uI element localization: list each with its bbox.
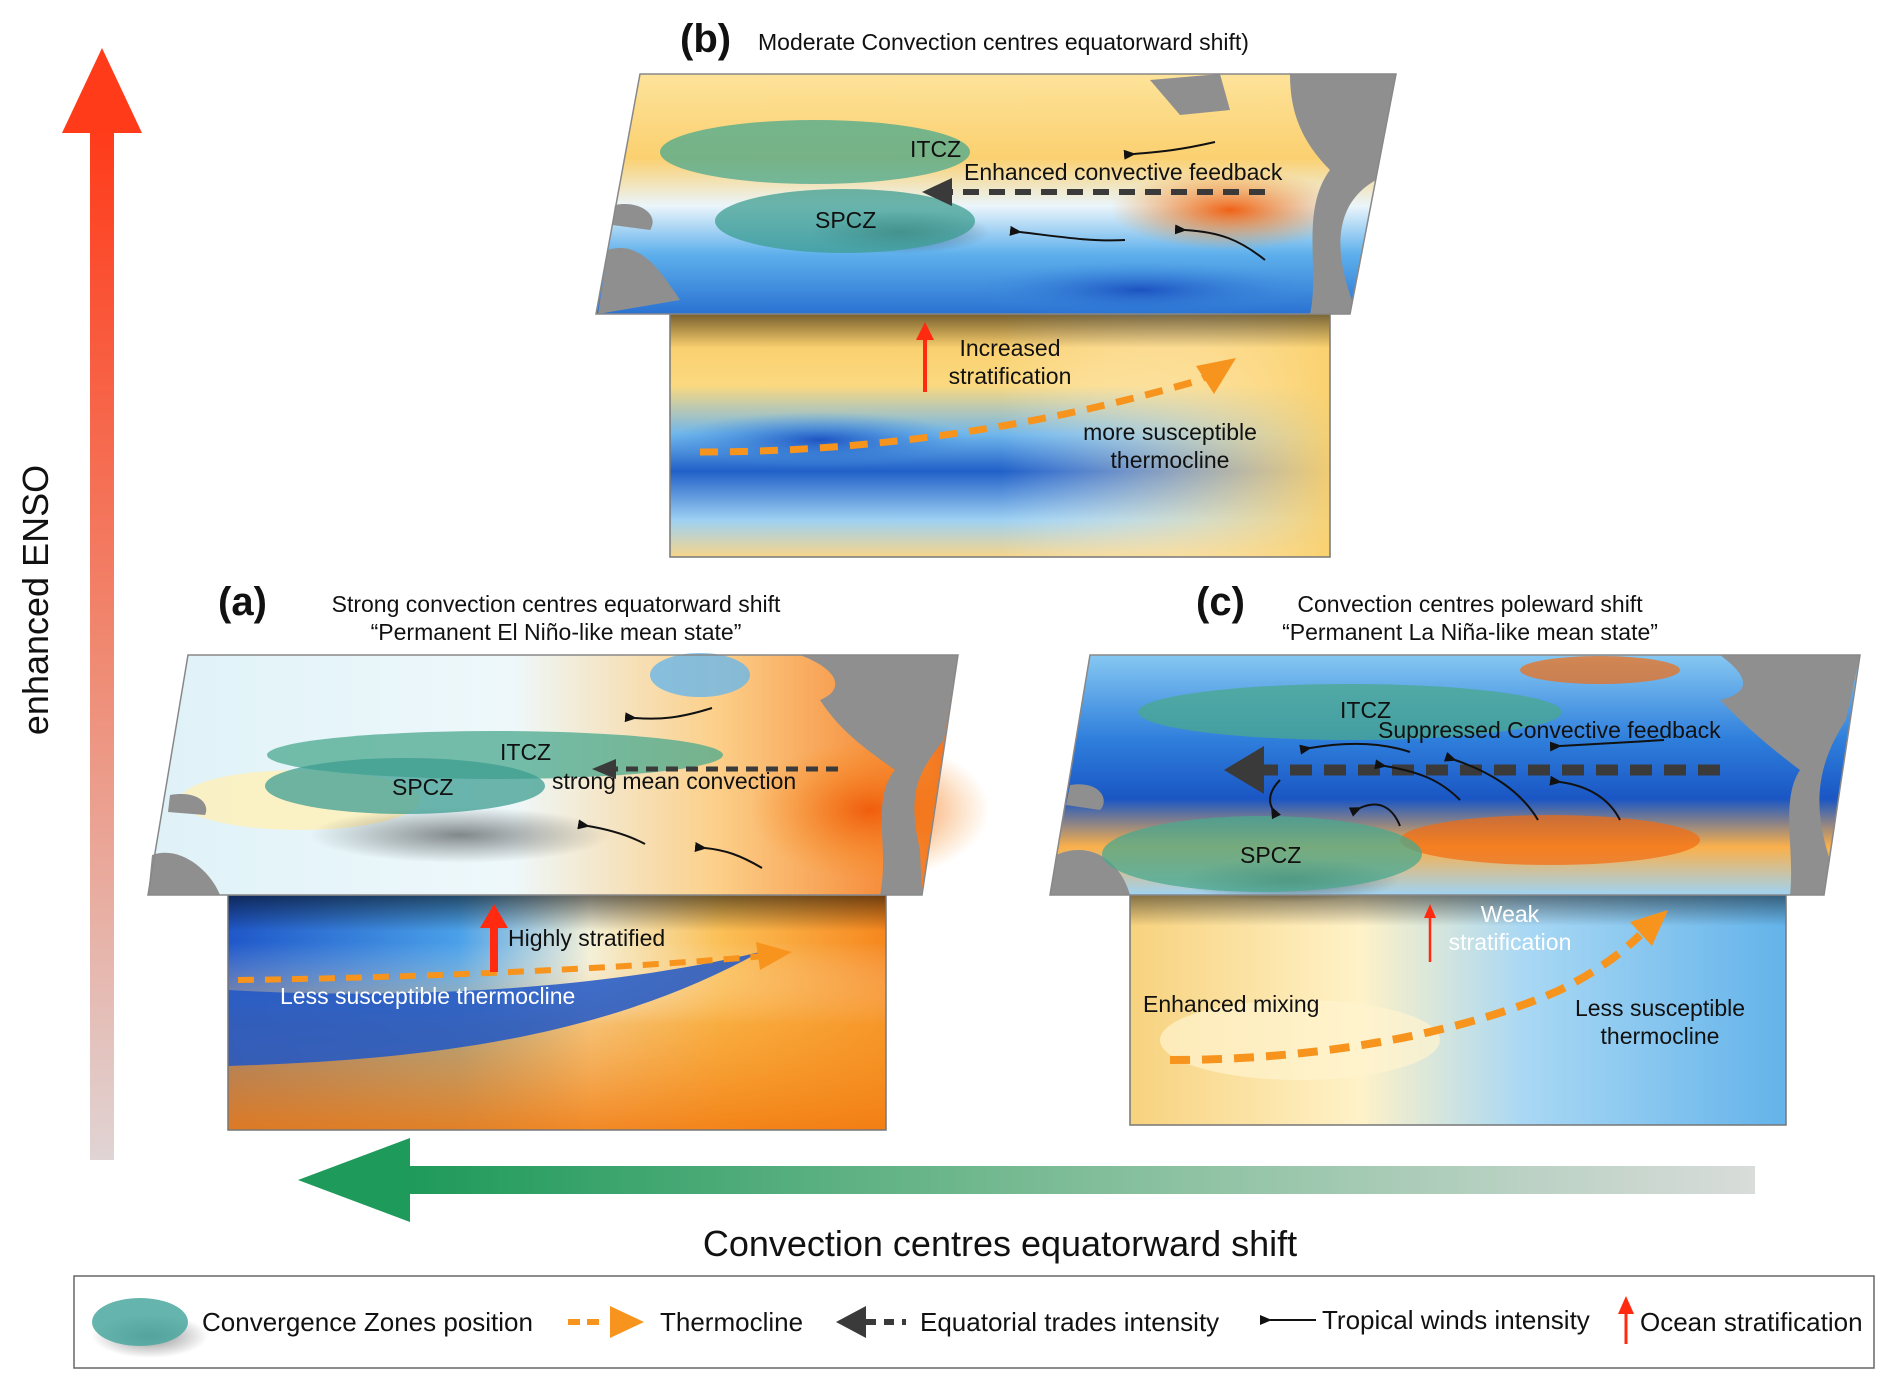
panel-b-thermocline-line [699, 368, 1216, 456]
legend-label-convergence-zones: Convergence Zones position [202, 1307, 533, 1337]
shift-axis-arrowhead-icon [298, 1138, 410, 1222]
panel-a-trades-arrowhead-icon [592, 759, 616, 779]
panel-a-itcz-label: ITCZ [500, 739, 551, 765]
panel-a-americas-land [800, 655, 958, 895]
shift-axis: Convection centres equatorward shift [298, 1138, 1755, 1264]
panel-c-stratification-line1: Weak [1481, 901, 1540, 927]
panel-b-letter: (b) [680, 17, 731, 61]
panel-c-spcz-label: SPCZ [1240, 842, 1301, 868]
panel-c-title-line1: Convection centres poleward shift [1297, 591, 1643, 617]
panel-c-stratification-line2: stratification [1449, 929, 1572, 955]
panel-a-map: ITCZ SPCZ strong mean convection [147, 653, 990, 896]
panel-b-thermocline-line1: more susceptible [1083, 419, 1257, 445]
panel-c-thermocline-arrowhead-icon [1630, 910, 1668, 946]
panel-c-australia-land [1050, 849, 1130, 895]
legend-item-thermocline: Thermocline [568, 1306, 803, 1338]
panel-a-convection-label: strong mean convection [552, 768, 796, 794]
panel-b-trades-arrowhead-icon [922, 178, 952, 206]
panel-a-title-line2: “Permanent El Niño-like mean state” [371, 619, 742, 645]
panel-b-stratification-line2: stratification [949, 363, 1072, 389]
panel-c-letter: (c) [1196, 580, 1245, 624]
panel-b-map: ITCZ SPCZ Enhanced convective feedback [595, 73, 1397, 318]
panel-b-spcz-label: SPCZ [815, 207, 876, 233]
panel-b: (b) Moderate Convection centres equatorw… [595, 17, 1397, 558]
legend-item-tropical-winds: Tropical winds intensity [1260, 1305, 1590, 1335]
panel-a-letter: (a) [218, 580, 267, 624]
panel-c-map: ITCZ SPCZ Suppressed Convective feedback [1049, 654, 1861, 902]
panel-b-title: Moderate Convection centres equatorward … [758, 29, 1249, 55]
panel-a-thermocline-label: Less susceptible thermocline [280, 983, 575, 1009]
legend-label-ocean-stratification: Ocean stratification [1640, 1307, 1863, 1337]
legend-box [73, 1275, 1875, 1369]
enso-axis: enhanced ENSO [15, 48, 142, 1160]
legend-item-convergence-zones: Convergence Zones position [92, 1298, 533, 1358]
panel-a-cross-section: Highly stratified Less susceptible therm… [227, 894, 887, 1131]
panel-a-thermocline-line [237, 953, 766, 983]
panel-c-mixing-label: Enhanced mixing [1143, 991, 1319, 1017]
shift-axis-shaft [405, 1166, 1755, 1194]
panel-a: (a) Strong convection centres equatorwar… [147, 580, 990, 1131]
panel-a-title-line1: Strong convection centres equatorward sh… [332, 591, 781, 617]
panel-c-cross-section: Weak stratification Enhanced mixing Less… [1129, 889, 1787, 1126]
panel-c-trades-arrowhead-icon [1224, 746, 1264, 794]
enso-axis-shaft [90, 130, 114, 1160]
shift-axis-label: Convection centres equatorward shift [703, 1223, 1297, 1264]
legend-label-tropical-winds: Tropical winds intensity [1322, 1305, 1590, 1335]
panel-c-thermocline-line [1169, 932, 1643, 1064]
panel-c-feedback-label: Suppressed Convective feedback [1378, 717, 1721, 743]
legend-item-ocean-stratification: Ocean stratification [1618, 1296, 1863, 1344]
panel-c-americas-land [1720, 655, 1860, 895]
panel-c-spcz-zone [1102, 816, 1422, 892]
panel-b-spcz-zone [715, 189, 975, 253]
panel-b-feedback-label: Enhanced convective feedback [964, 159, 1283, 185]
panel-c-itcz-label: ITCZ [1340, 697, 1391, 723]
legend-item-equatorial-trades: Equatorial trades intensity [836, 1306, 1219, 1338]
enso-axis-label: enhanced ENSO [15, 465, 56, 735]
panel-a-spcz-label: SPCZ [392, 774, 453, 800]
legend-label-thermocline: Thermocline [660, 1307, 803, 1337]
panel-b-itcz-label: ITCZ [910, 136, 961, 162]
panel-b-stratification-line1: Increased [959, 335, 1060, 361]
panel-c-itcz-zone [1138, 684, 1562, 740]
panel-b-australia-land [598, 248, 680, 314]
panel-a-thermocline-arrowhead-icon [756, 942, 792, 970]
panel-a-stratification-label: Highly stratified [508, 925, 665, 951]
legend-label-equatorial-trades: Equatorial trades intensity [920, 1307, 1219, 1337]
panel-b-cross-section: Increased stratification more susceptibl… [669, 311, 1331, 558]
panel-b-itcz-zone [660, 120, 970, 184]
panel-b-thermocline-arrowhead-icon [1196, 358, 1236, 394]
legend: Convergence Zones position Thermocline E… [73, 1275, 1875, 1369]
panel-a-australia-land [148, 852, 220, 895]
convergence-zone-ellipse-icon [92, 1298, 188, 1346]
panel-c-title-line2: “Permanent La Niña-like mean state” [1282, 619, 1658, 645]
panel-a-spcz-zone [265, 758, 545, 814]
dashed-black-arrow-icon [836, 1306, 866, 1338]
panel-b-americas-land [1290, 74, 1396, 314]
panel-c: (c) Convection centres poleward shift “P… [1049, 580, 1861, 1126]
panel-c-thermocline-line2: thermocline [1601, 1023, 1720, 1049]
enso-axis-arrowhead-icon [62, 48, 142, 133]
panel-c-thermocline-line1: Less susceptible [1575, 995, 1745, 1021]
panel-b-thermocline-line2: thermocline [1111, 447, 1230, 473]
